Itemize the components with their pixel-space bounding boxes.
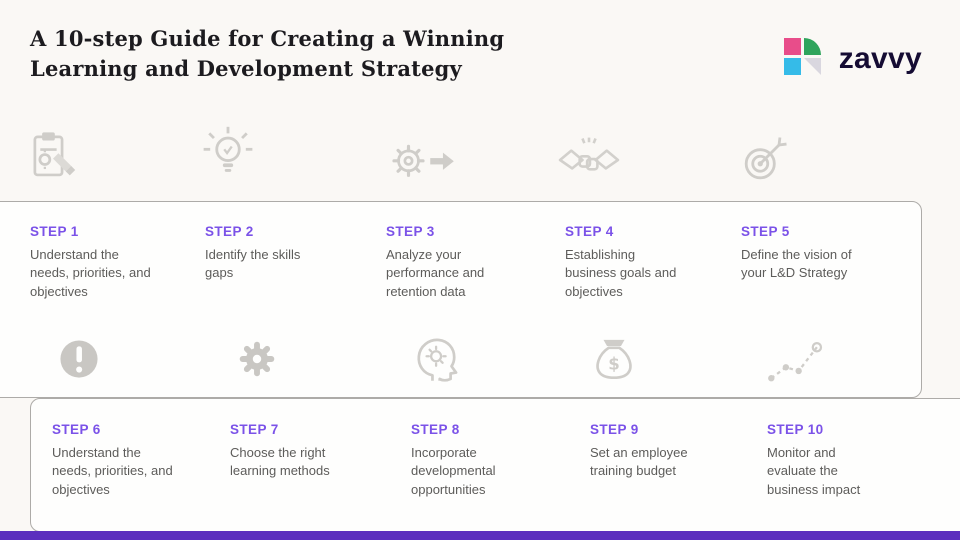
row1-card [0,201,922,398]
step-description: Understand the needs, priorities, and ob… [30,247,151,299]
step-card-4: STEP 4 Establishing business goals and o… [565,224,677,301]
target-arrow-icon [734,130,794,190]
logo-green-shape [803,38,821,55]
step-label: STEP 10 [767,422,824,437]
step-label: STEP 7 [230,422,279,437]
step-card-7: STEP 7 Choose the right learning methods [230,422,355,481]
page-title-line2: Learning and Development Strategy [30,56,462,81]
head-gear-icon [408,330,466,388]
step-card-1: STEP 1 Understand the needs, priorities,… [30,224,152,301]
step-card-10: STEP 10 Monitor and evaluate the busines… [767,422,881,499]
logo-gray-triangle [803,58,821,75]
step-label: STEP 8 [411,422,460,437]
row2-card [30,398,960,532]
brand-name: zavvy [838,42,922,75]
zavvy-logo-icon [783,38,826,80]
exclamation-circle-icon [52,332,106,386]
step-card-6: STEP 6 Understand the needs, priorities,… [52,422,174,499]
step-description: Set an employee training budget [590,445,688,479]
step-description: Incorporate developmental opportunities [411,445,496,497]
logo-pink-square [783,38,801,55]
step-card-3: STEP 3 Analyze your performance and rete… [386,224,511,301]
clipboard-checklist-icon [24,126,82,184]
step-card-2: STEP 2 Identify the skills gaps [205,224,330,283]
step-card-5: STEP 5 Define the vision of your L&D Str… [741,224,859,283]
step-description: Identify the skills gaps [205,247,301,281]
step-label: STEP 5 [741,224,790,239]
page-title: A 10-step Guide for Creating a Winning L… [30,24,504,84]
step-label: STEP 1 [30,224,79,239]
money-bag-icon: $ [586,332,642,388]
brand: zavvy [783,38,922,80]
step-description: Understand the needs, priorities, and ob… [52,445,173,497]
step-label: STEP 4 [565,224,614,239]
logo-cyan-square [783,58,801,75]
step-description: Monitor and evaluate the business impact [767,445,861,497]
growth-chart-icon [764,332,826,388]
step-label: STEP 6 [52,422,101,437]
step-card-8: STEP 8 Incorporate developmental opportu… [411,422,521,499]
svg-text:$: $ [608,355,620,374]
step-label: STEP 3 [386,224,435,239]
step-description: Analyze your performance and retention d… [386,247,485,299]
step-description: Establishing business goals and objectiv… [565,247,677,299]
page-title-line1: A 10-step Guide for Creating a Winning [30,26,505,51]
lightbulb-idea-icon [198,124,258,184]
step-label: STEP 2 [205,224,254,239]
process-gear-arrow-icon [386,130,460,188]
step-description: Define the vision of your L&D Strategy [741,247,852,281]
gear-icon [230,332,284,386]
bottom-accent-bar [0,531,960,540]
step-card-9: STEP 9 Set an employee training budget [590,422,712,481]
step-label: STEP 9 [590,422,639,437]
handshake-icon [556,132,622,188]
step-description: Choose the right learning methods [230,445,330,479]
